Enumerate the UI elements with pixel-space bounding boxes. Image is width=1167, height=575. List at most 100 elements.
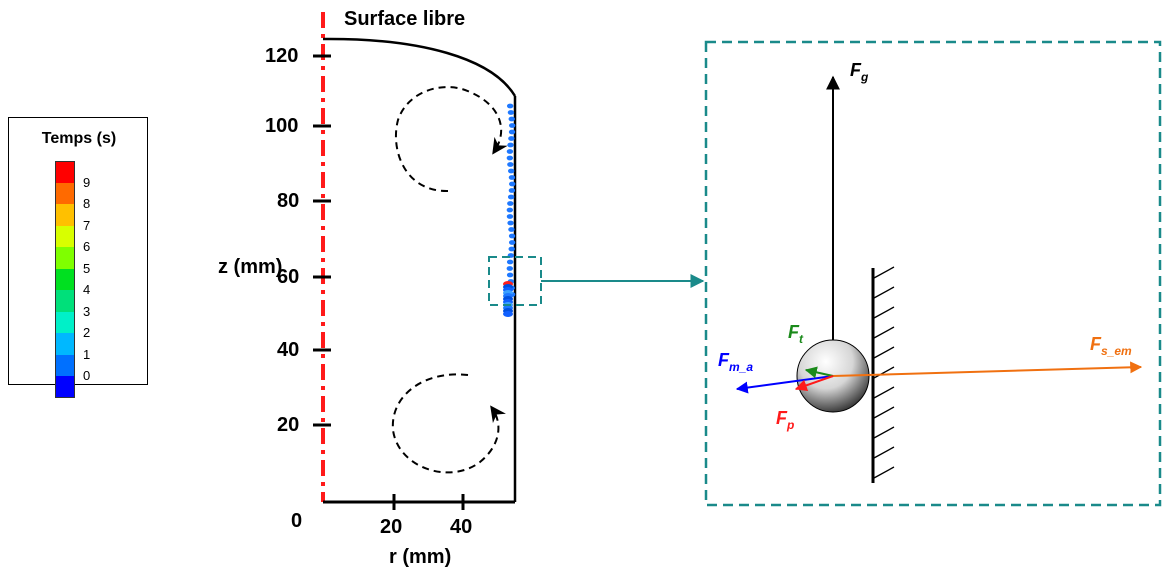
y-tick-label-100: 100 — [265, 115, 299, 137]
x-axis-label: r (mm) — [389, 546, 452, 568]
force-g-base: F — [850, 60, 861, 80]
trajectory-end-dot — [503, 311, 513, 317]
x-tick-label-40: 40 — [450, 516, 473, 538]
force-s-em-sub: s_em — [1101, 344, 1132, 358]
hatch-line — [873, 366, 895, 379]
legend-tick-label: 8 — [83, 196, 91, 211]
force-label-m-a: Fm_a — [718, 350, 753, 374]
legend-swatch — [55, 376, 75, 398]
legend-tick-label: 7 — [83, 217, 91, 233]
hatch-line — [873, 466, 895, 479]
legend-swatch — [55, 225, 75, 248]
y-tick-label-20: 20 — [277, 414, 300, 436]
hatch-line — [873, 286, 895, 299]
trajectory-dot — [508, 136, 515, 141]
force-label-p: Fp — [776, 408, 794, 432]
trajectory-dot — [508, 240, 516, 245]
legend-tick-label: 0 — [83, 368, 91, 383]
force-t-base: F — [788, 322, 799, 342]
legend-swatch — [55, 354, 75, 377]
hatch-line — [873, 426, 895, 439]
legend-swatch — [55, 333, 75, 355]
zoom-region-box — [488, 256, 542, 306]
trajectory-dot — [506, 207, 514, 213]
x-tick-label-20: 20 — [380, 516, 403, 538]
legend-tick-label: 5 — [83, 260, 91, 276]
lower-vortex-arrow — [391, 373, 506, 474]
legend-tick-label: 3 — [83, 303, 91, 319]
y-tick-label-80: 80 — [277, 190, 300, 212]
trajectory-dot — [507, 201, 514, 206]
legend-swatch — [55, 290, 75, 312]
trajectory-dot — [506, 259, 514, 265]
legend-swatch — [55, 268, 75, 291]
legend-swatch — [55, 182, 75, 205]
y-axis-label: z (mm) — [218, 256, 283, 278]
upper-vortex-arrow — [394, 86, 508, 193]
force-arrow-t — [804, 366, 834, 379]
trajectory-dot — [508, 175, 516, 180]
trajectory-dot — [508, 188, 516, 193]
force-arrow-p — [794, 375, 834, 392]
trajectory-dot — [507, 168, 515, 174]
x-axis-ticks — [392, 494, 465, 510]
trajectory-dot — [506, 103, 514, 109]
trajectory-dot — [508, 233, 516, 239]
y-tick-label-120: 120 — [265, 45, 299, 67]
trajectory-dot — [508, 123, 516, 128]
trajectory-dot — [508, 129, 516, 135]
legend-tick-label: 9 — [83, 174, 91, 190]
trajectory-dot — [507, 194, 515, 200]
legend-tick-label: 2 — [83, 325, 91, 340]
trajectory-dot — [507, 142, 514, 148]
time-legend: Temps (s) 9 8 7 6 5 4 3 2 1 0 — [8, 117, 148, 398]
trajectory-dot — [508, 227, 515, 232]
hatch-line — [873, 346, 895, 359]
legend-tick-label: 1 — [83, 346, 91, 362]
force-label-s-em: Fs_em — [1090, 334, 1132, 358]
force-m-a-sub: m_a — [729, 360, 754, 374]
hatch-line — [873, 306, 895, 319]
hatch-line — [873, 406, 895, 419]
free-surface-label: Surface libre — [344, 8, 466, 30]
legend-swatch — [55, 247, 75, 269]
force-label-g: Fg — [850, 60, 868, 84]
force-t-sub: t — [799, 332, 803, 346]
force-label-t: Ft — [788, 322, 803, 346]
y-tick-label-60: 60 — [277, 266, 300, 288]
force-p-sub: p — [787, 418, 795, 432]
trajectory-dot — [506, 214, 514, 219]
force-s-em-base: F — [1090, 334, 1101, 354]
hatch-line — [873, 386, 895, 399]
legend-swatch — [55, 311, 75, 334]
free-surface-curve — [322, 37, 517, 97]
legend-swatch — [55, 161, 75, 183]
trajectory-dot — [508, 116, 515, 122]
trajectory-dot — [506, 272, 514, 278]
hatch-line — [873, 326, 895, 339]
bubble-trajectory — [503, 103, 516, 317]
zoom-detail-frame — [704, 40, 1162, 507]
force-g-sub: g — [861, 70, 869, 84]
wall-hatching — [873, 266, 895, 479]
legend-tick-label: 6 — [83, 239, 91, 254]
y-tick-label-40: 40 — [277, 339, 300, 361]
force-m-a-base: F — [718, 350, 729, 370]
hatch-line — [873, 446, 895, 459]
origin-label: 0 — [291, 510, 303, 532]
y-axis-ticks — [313, 54, 331, 427]
trajectory-dot — [507, 162, 514, 167]
trajectory-dot — [506, 155, 514, 161]
trajectory-dot — [506, 266, 514, 271]
trajectory-dot — [507, 220, 514, 226]
trajectory-dot — [508, 246, 515, 252]
hatch-line — [873, 266, 895, 279]
force-arrow-s-em — [832, 361, 1143, 377]
force-p-base: F — [776, 408, 787, 428]
legend-title: Temps (s) — [41, 130, 117, 147]
legend-tick-label: 4 — [83, 282, 91, 297]
legend-swatch — [55, 204, 75, 226]
trajectory-dot — [507, 110, 515, 115]
trajectory-dot — [506, 149, 514, 154]
